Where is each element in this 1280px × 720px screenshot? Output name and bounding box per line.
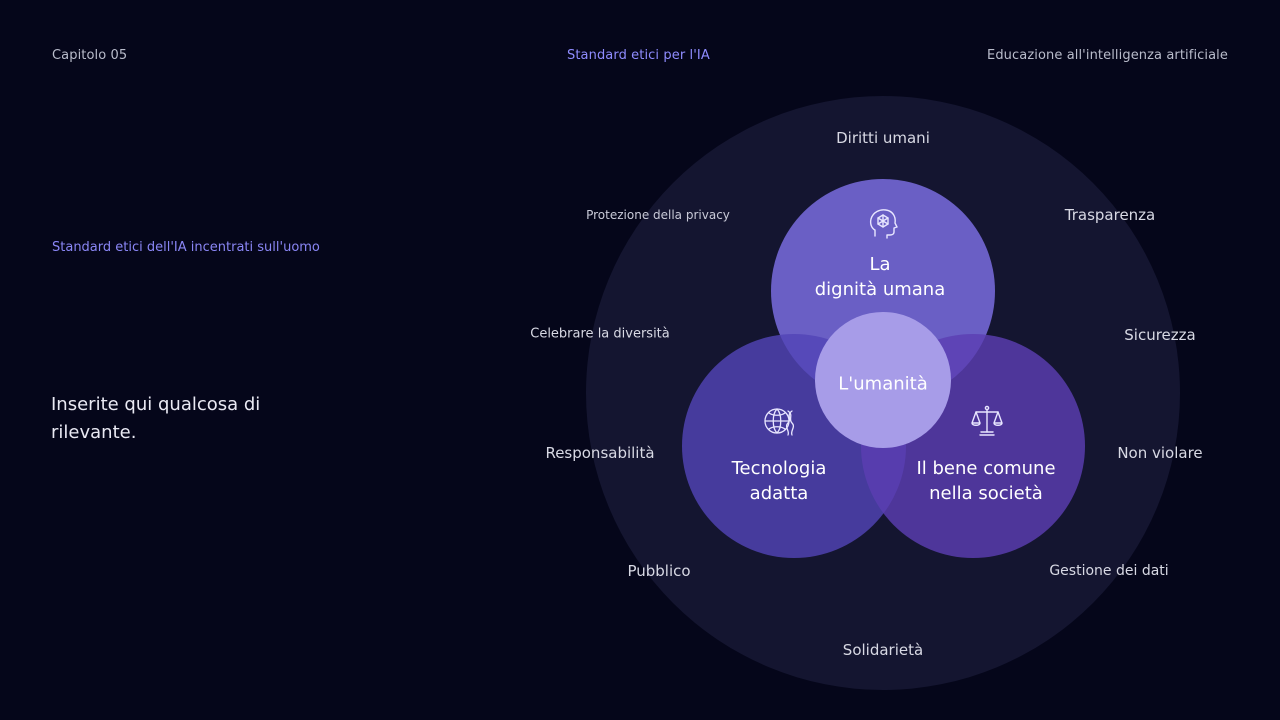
ring-label-human-rights: Diritti umani	[836, 129, 930, 147]
ring-label-no-harm: Non violare	[1117, 444, 1203, 462]
course-title: Educazione all'intelligenza artificiale	[987, 48, 1228, 63]
chapter-label: Capitolo 05	[52, 48, 128, 63]
ring-label-diversity: Celebrare la diversità	[530, 326, 670, 342]
ring-label-data: Gestione dei dati	[1049, 563, 1169, 579]
tech-line-1: Tecnologia	[731, 458, 827, 479]
ring-label-solidarity: Solidarietà	[842, 641, 924, 659]
scales-icon	[969, 403, 1005, 439]
dignity-label: La dignità umana	[815, 252, 945, 302]
ring-label-transparency: Trasparenza	[1064, 206, 1156, 224]
common-line-2: nella società	[929, 483, 1043, 504]
common-good-label: Il bene comune nella società	[916, 456, 1055, 506]
common-line-1: Il bene comune	[916, 458, 1056, 479]
body-text: Inserite qui qualcosa di rilevante.	[51, 394, 261, 443]
globe-dna-icon	[761, 403, 797, 439]
dignity-line-1: La	[869, 254, 891, 275]
head-brain-icon	[865, 206, 901, 242]
humanity-label: L'umanità	[838, 373, 928, 395]
ring-label-safety: Sicurezza	[1124, 326, 1196, 344]
tech-line-2: adatta	[749, 483, 809, 504]
section-label: Standard etici dell'IA incentrati sull'u…	[52, 240, 320, 255]
ring-label-public: Pubblico	[627, 562, 691, 580]
ring-label-responsibility: Responsabilità	[545, 444, 655, 462]
ring-label-privacy: Protezione della privacy	[586, 208, 730, 222]
dignity-line-2: dignità umana	[814, 279, 946, 300]
tech-label: Tecnologia adatta	[732, 456, 827, 506]
circle-humanity	[815, 312, 951, 448]
slide-title: Standard etici per l'IA	[567, 48, 710, 63]
